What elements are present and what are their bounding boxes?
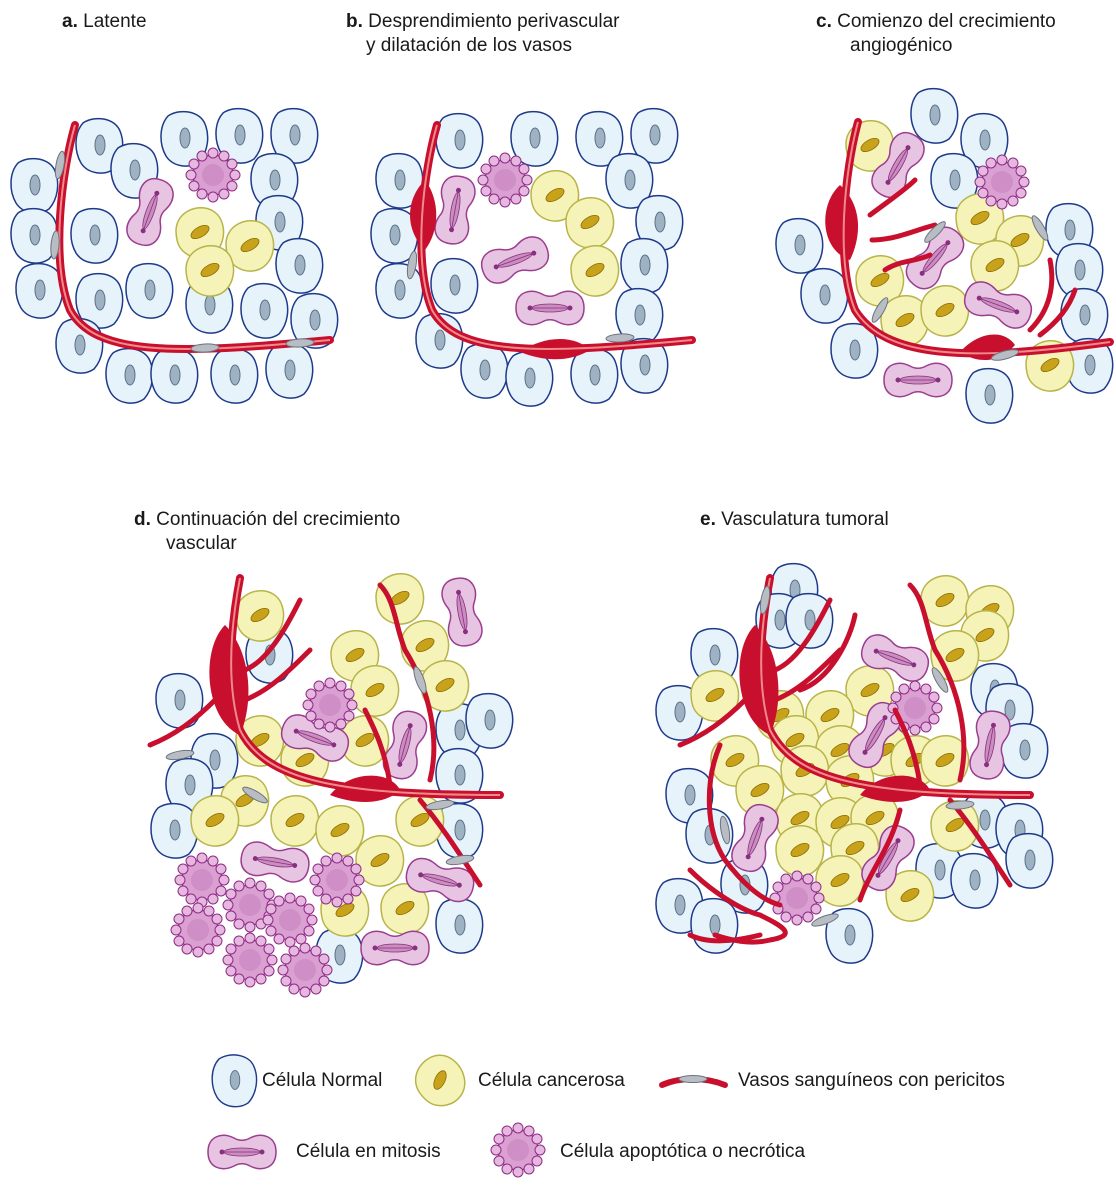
panel-a [11, 109, 338, 403]
panel-b-cancer-cells [531, 171, 619, 296]
legend-mitosis-label: Célula en mitosis [296, 1140, 441, 1164]
legend-normal-label: Célula Normal [262, 1069, 382, 1093]
legend-apoptotic-label: Célula apoptótica o necrótica [560, 1140, 805, 1164]
panel-c [776, 89, 1113, 423]
legend-vessel-icon [662, 1076, 725, 1086]
panel-e [656, 564, 1053, 963]
legend-apoptotic-cell-icon [491, 1123, 545, 1177]
legend-vessel-label: Vasos sanguíneos con pericitos [738, 1069, 1005, 1093]
panel-b [371, 109, 692, 406]
legend-normal-cell-icon [212, 1055, 256, 1107]
legend-mitosis-cell-icon [208, 1135, 276, 1168]
legend-cancer-label: Célula cancerosa [478, 1069, 625, 1093]
panel-d [150, 574, 513, 997]
legend-cancer-cell-icon [406, 1047, 474, 1115]
